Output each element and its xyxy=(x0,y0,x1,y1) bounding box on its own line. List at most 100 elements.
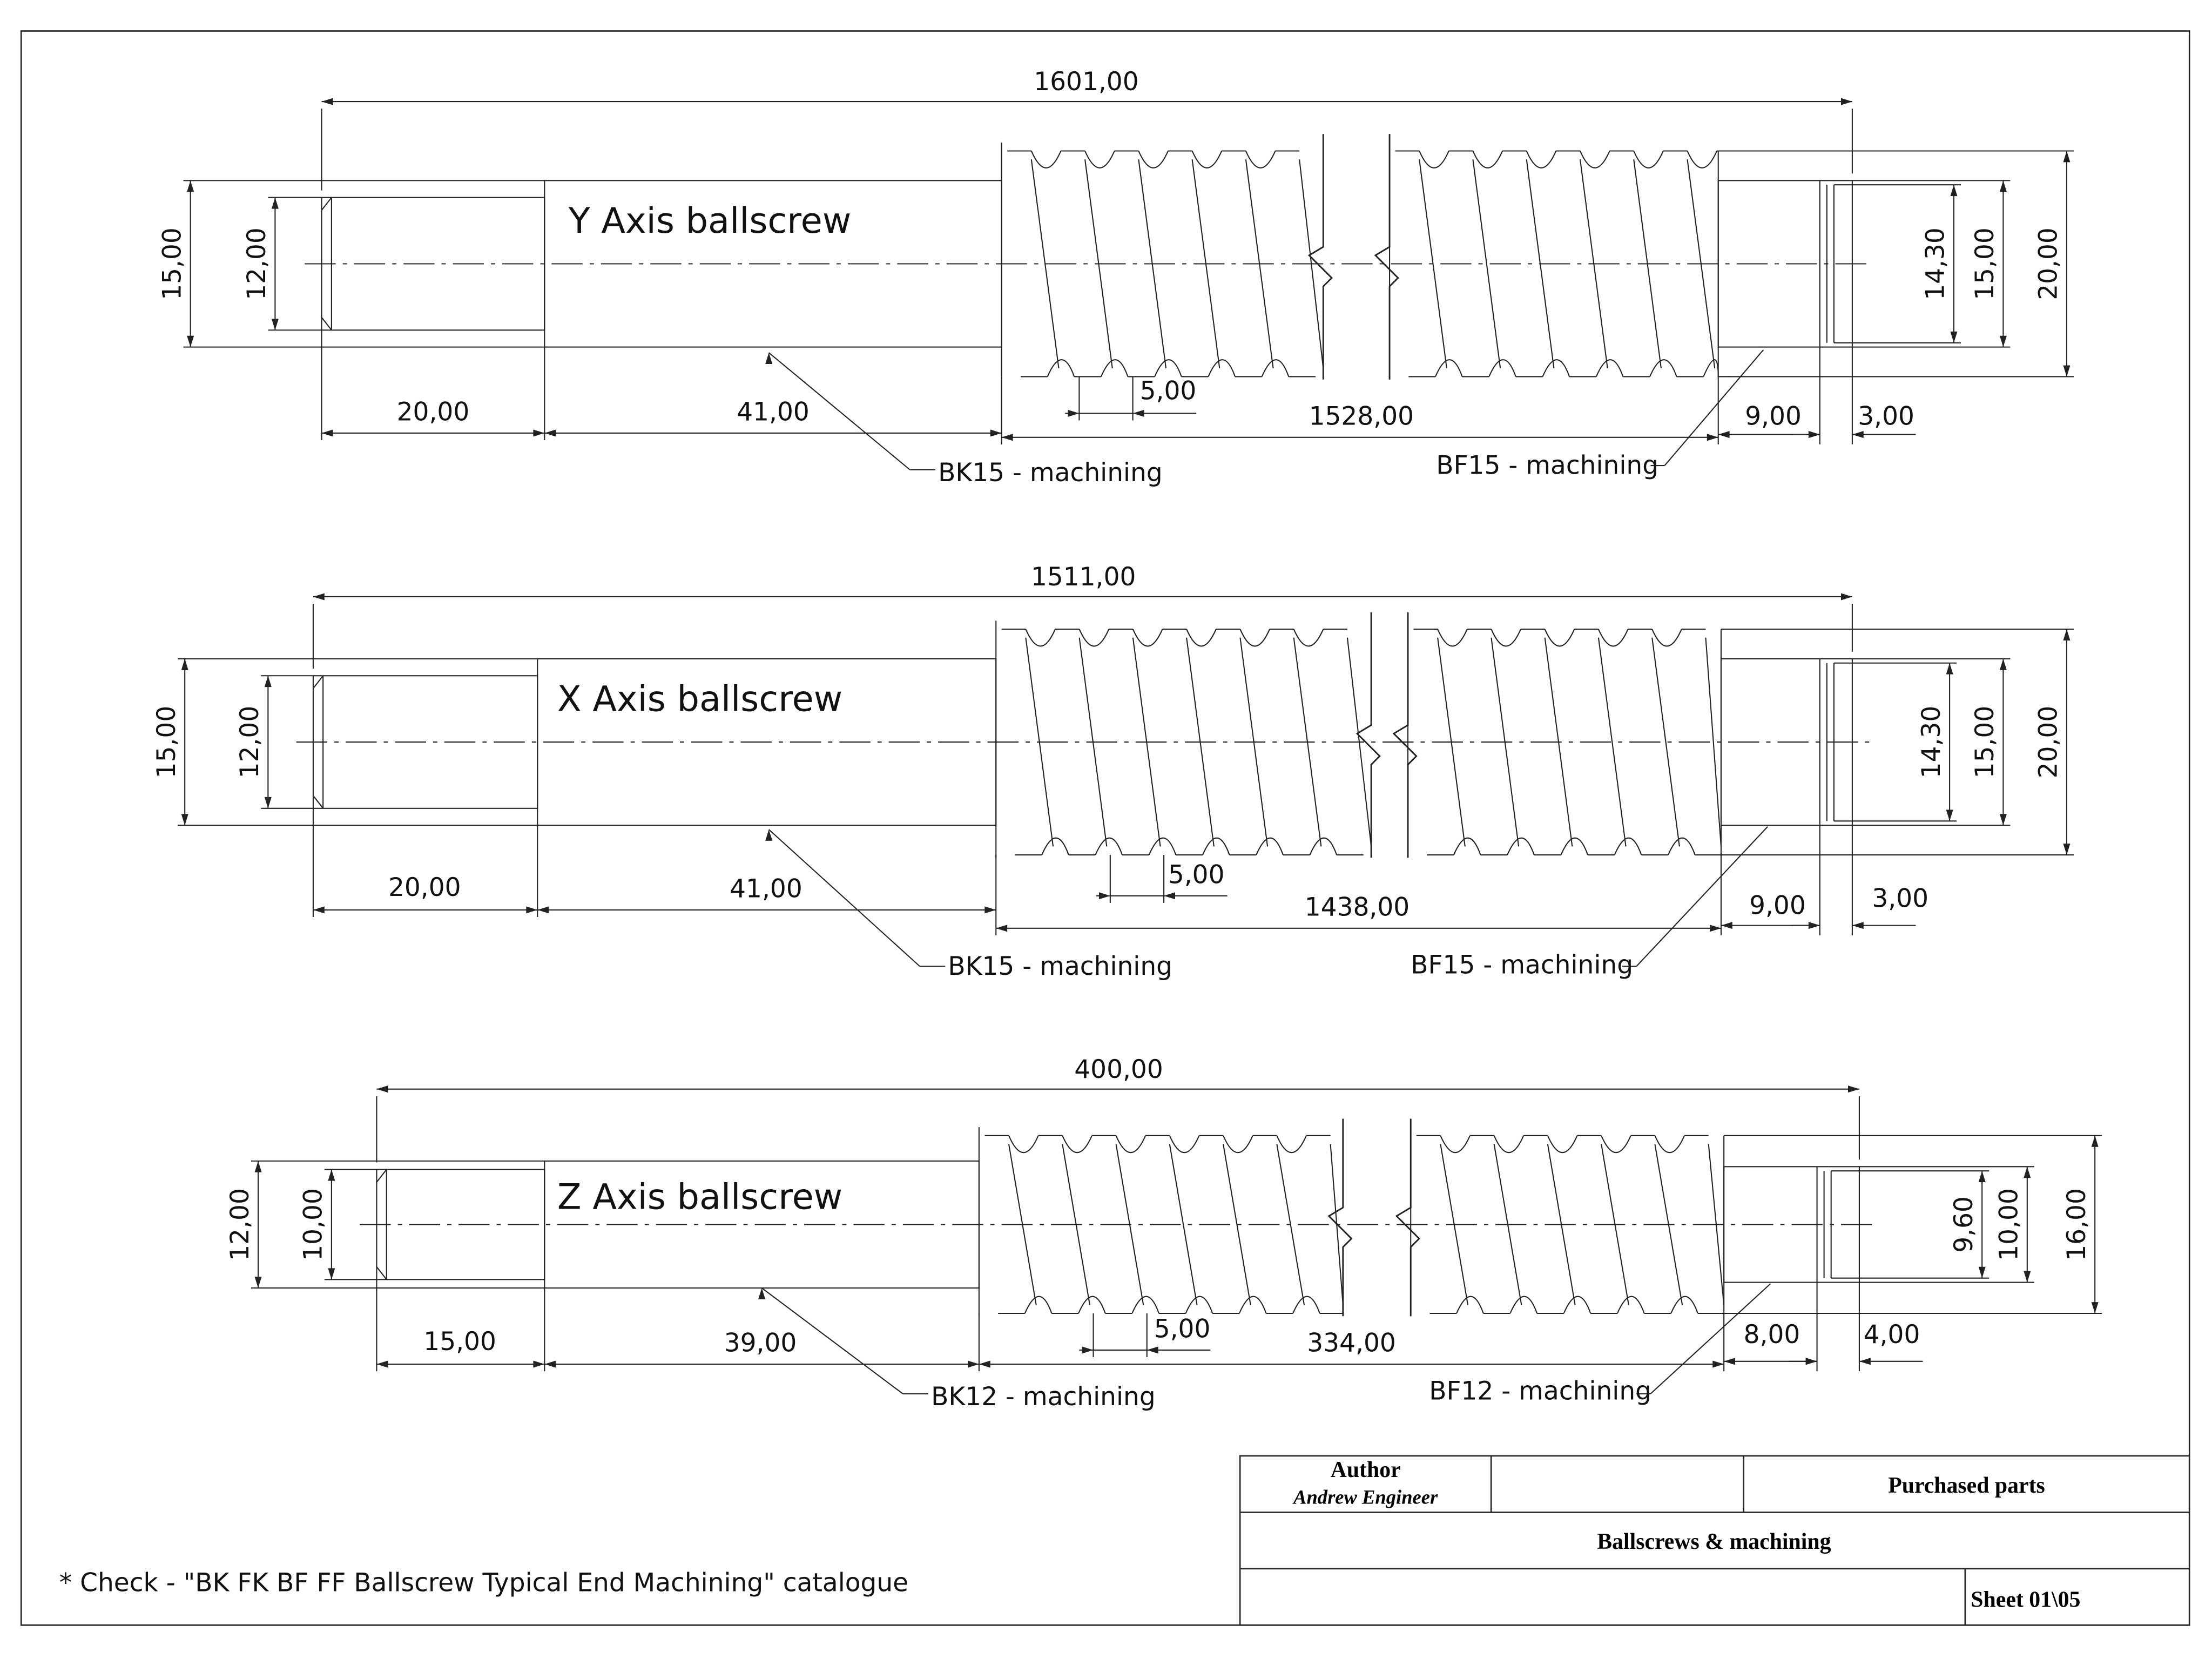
dim-thread-length: 334,00 xyxy=(1307,1328,1396,1358)
thread-helix xyxy=(1223,1144,1251,1305)
thread-groove xyxy=(1115,1135,1147,1153)
thread-groove xyxy=(1169,1135,1200,1153)
dimension-arrow xyxy=(984,906,996,914)
thread-groove xyxy=(1651,629,1682,647)
dimension-arrow xyxy=(1946,663,1953,675)
dimension-arrow xyxy=(313,906,325,914)
thread-helix xyxy=(1526,159,1555,368)
thread-helix xyxy=(1654,1144,1683,1305)
dimension-arrow xyxy=(1710,925,1721,932)
thread-groove xyxy=(1185,1296,1213,1314)
dim-groove-length: 4,00 xyxy=(1864,1320,1920,1350)
dimension-arrow xyxy=(264,676,272,687)
thread-groove xyxy=(1148,837,1177,855)
thread-groove xyxy=(1668,837,1696,855)
thread-helix xyxy=(1293,637,1322,847)
screw-title: Y Axis ballscrew xyxy=(568,200,852,241)
thread-groove xyxy=(1078,629,1110,647)
thread-groove xyxy=(1095,837,1123,855)
bk-machining-label: BK12 - machining xyxy=(931,1382,1156,1412)
dim-bk-length: 41,00 xyxy=(737,397,810,427)
thread-helix xyxy=(1245,159,1274,368)
thread-helix xyxy=(1472,159,1501,368)
thread-helix xyxy=(1084,159,1113,368)
dimension-arrow xyxy=(181,658,188,670)
dimension-arrow xyxy=(1859,1358,1871,1365)
dim-total-length: 400,00 xyxy=(1074,1055,1163,1084)
thread-helix xyxy=(1169,1144,1198,1305)
thread-groove xyxy=(1245,151,1276,168)
thread-groove xyxy=(1687,151,1718,168)
thread-helix xyxy=(1651,637,1680,847)
leader-line xyxy=(768,829,920,967)
bf-machining-label: BF15 - machining xyxy=(1436,451,1658,481)
leader-line xyxy=(761,1287,903,1394)
thread-helix xyxy=(1547,1144,1576,1305)
thread-groove xyxy=(1542,359,1570,377)
thread-groove xyxy=(1456,1296,1484,1314)
dimension-arrow xyxy=(321,429,333,437)
dimension-arrow xyxy=(533,429,545,437)
thread-helix xyxy=(1008,1144,1037,1305)
dimension-arrow xyxy=(2024,1271,2031,1283)
dim-left-inner-diameter: 12,00 xyxy=(235,706,265,779)
bf-journal xyxy=(1720,658,1853,826)
dim-thread-length: 1438,00 xyxy=(1305,892,1410,922)
dimension-arrow xyxy=(1999,814,2007,826)
dimension-arrow xyxy=(2091,1302,2099,1313)
dimension-arrow xyxy=(254,1161,262,1172)
thread-groove xyxy=(1453,837,1481,855)
chamfer-line xyxy=(376,1266,387,1280)
dim-end-length: 20,00 xyxy=(388,873,461,902)
dimension-arrow xyxy=(968,1360,979,1368)
dimension-arrow xyxy=(1950,185,1958,197)
dimension-arrow xyxy=(1001,434,1013,441)
bf-machining-label: BF15 - machining xyxy=(1411,950,1633,980)
dimension-arrow xyxy=(1840,98,1852,105)
thread-groove xyxy=(1507,837,1535,855)
thread-helix xyxy=(1687,159,1716,368)
thread-groove xyxy=(1493,1135,1525,1153)
leader-line xyxy=(1650,1283,1771,1394)
dim-total-length: 1511,00 xyxy=(1031,562,1136,592)
bk-machining-label: BK15 - machining xyxy=(948,952,1172,981)
dim-pitch: 5,00 xyxy=(1140,376,1197,406)
thread-groove xyxy=(1062,1135,1092,1153)
dimension-arrow xyxy=(313,593,325,601)
dim-thread-length: 1528,00 xyxy=(1309,401,1414,431)
thread-helix xyxy=(1025,637,1054,847)
thread-helix xyxy=(1138,159,1167,368)
thread-groove xyxy=(1293,629,1324,647)
thread-groove xyxy=(1276,1135,1307,1153)
title-block xyxy=(1239,1455,2190,1626)
chamfer-line xyxy=(313,795,324,809)
dim-left-inner-diameter: 12,00 xyxy=(242,227,272,300)
break-line xyxy=(1355,612,1381,858)
dimension-arrow xyxy=(187,335,194,347)
thread-groove xyxy=(1560,837,1589,855)
thread-helix xyxy=(1708,1144,1725,1305)
thread-groove xyxy=(1595,359,1624,377)
thread-groove xyxy=(1084,151,1115,168)
thread-groove xyxy=(1024,1296,1053,1314)
dimension-arrow xyxy=(537,906,549,914)
thread-groove xyxy=(1030,151,1062,168)
thread-helix xyxy=(1132,637,1161,847)
dimension-arrow xyxy=(1848,1085,1859,1093)
dimension-arrow xyxy=(376,1360,388,1368)
thread-helix xyxy=(1419,159,1447,368)
dimension-arrow xyxy=(990,429,1002,437)
chamfer-line xyxy=(321,197,332,211)
category-label: Purchased parts xyxy=(1888,1473,2045,1498)
thread-groove xyxy=(1437,629,1468,647)
dimension-arrow xyxy=(264,797,272,808)
dim-groove-length: 3,00 xyxy=(1872,884,1928,914)
drawing-border xyxy=(20,30,2190,1626)
thread-groove xyxy=(1100,359,1129,377)
dimension-arrow xyxy=(1082,1346,1094,1354)
dimension-arrow xyxy=(181,814,188,826)
thread-groove xyxy=(1526,151,1557,168)
dimension-arrow xyxy=(1840,593,1852,601)
dimension-arrow xyxy=(2063,151,2071,163)
